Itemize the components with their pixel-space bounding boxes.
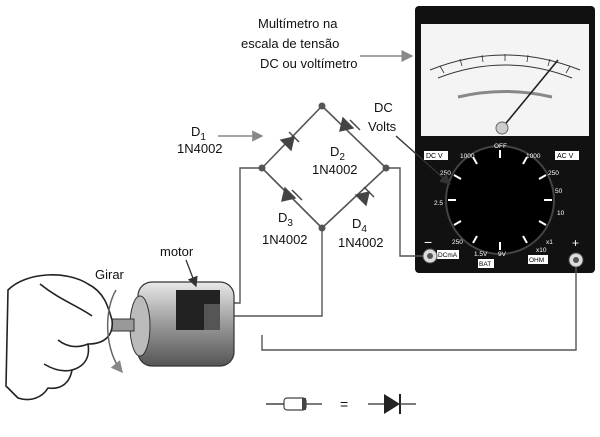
selector-ticks xyxy=(448,150,552,250)
dcma-label: DCmA xyxy=(438,252,458,259)
ohm-label: OHM xyxy=(529,257,544,264)
diode-d4-label: D4 1N4002 xyxy=(338,216,384,250)
v1000-left-label: 1000 xyxy=(460,153,475,160)
v250-right-label: 250 xyxy=(548,170,559,177)
v9v-label: 9V xyxy=(498,251,507,258)
dc-label: DC xyxy=(374,100,393,115)
motor: motor xyxy=(109,244,235,367)
svg-text:D4: D4 xyxy=(352,216,367,235)
needle-pivot xyxy=(495,121,509,135)
meter-needle xyxy=(501,59,559,129)
bridge-rectifier: D1 1N4002 D2 1N4002 D3 1N4002 D4 1N4002 xyxy=(177,102,390,250)
dcv-label: DC V xyxy=(426,153,443,160)
equals-sign: = xyxy=(340,396,348,412)
multimeter: DC V AC V OFF 1000 1000 250 250 50 2.5 1… xyxy=(415,6,595,273)
v10-label: 10 xyxy=(557,210,565,217)
caption-line-2: escala de tensão xyxy=(241,36,339,51)
minus-sign: − xyxy=(424,234,432,250)
caption-line-3: DC ou voltímetro xyxy=(260,56,358,71)
v1-5v-label: 1.5V xyxy=(474,251,488,258)
caption-line-1: Multímetro na xyxy=(258,16,338,31)
legend: = xyxy=(266,394,416,414)
acv-label: AC V xyxy=(557,153,574,160)
x10-label: x10 xyxy=(536,247,547,254)
turn-indicator: Girar xyxy=(95,267,125,374)
meter-scale-window xyxy=(421,24,589,136)
svg-text:D2: D2 xyxy=(330,144,345,163)
svg-text:1N4002: 1N4002 xyxy=(177,141,223,156)
volts-label: Volts xyxy=(368,119,397,134)
turn-label: Girar xyxy=(95,267,125,282)
diode-d1-label: D1 1N4002 xyxy=(177,124,264,156)
off-label: OFF xyxy=(494,143,507,150)
hand-illustration xyxy=(5,274,113,401)
v50-label: 50 xyxy=(555,188,563,195)
diode-d3-label: D3 1N4002 xyxy=(262,210,308,247)
svg-text:1N4002: 1N4002 xyxy=(338,235,384,250)
svg-text:D1: D1 xyxy=(191,124,206,143)
svg-text:D3: D3 xyxy=(278,210,293,229)
v1000-right-label: 1000 xyxy=(526,153,541,160)
rotary-selector-knob[interactable] xyxy=(445,145,555,255)
svg-text:1N4002: 1N4002 xyxy=(312,162,358,177)
plus-sign: + xyxy=(572,236,579,250)
meter-caption: Multímetro na escala de tensão DC ou vol… xyxy=(241,16,452,185)
motor-label: motor xyxy=(160,244,194,259)
diode-symbol-icon xyxy=(384,394,400,414)
v2-5-label: 2.5 xyxy=(434,200,443,207)
selector-labels: DC V AC V OFF 1000 1000 250 250 50 2.5 1… xyxy=(424,143,579,268)
x1-label: x1 xyxy=(546,239,553,246)
rotation-arrow xyxy=(106,289,123,374)
v250-bottom-label: 250 xyxy=(452,239,463,246)
bat-label: BAT xyxy=(479,261,491,268)
svg-text:1N4002: 1N4002 xyxy=(262,232,308,247)
dc-volts-arrow xyxy=(395,135,452,185)
diode-d2-label: D2 1N4002 xyxy=(312,144,358,177)
diode-symbols xyxy=(279,116,375,207)
meter-scale-ticks xyxy=(439,54,571,74)
